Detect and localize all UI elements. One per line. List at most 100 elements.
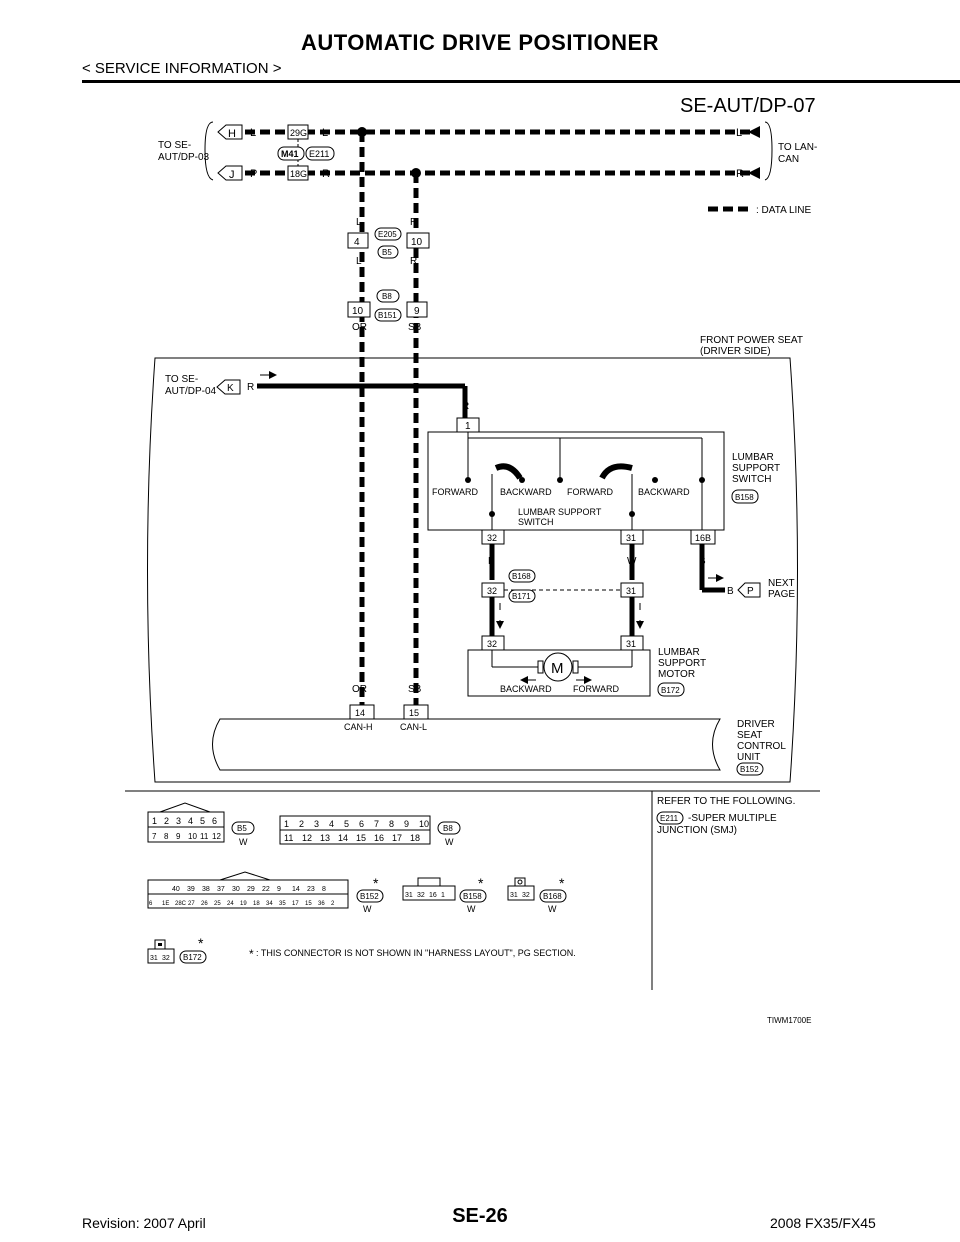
connector-e205 [374, 227, 402, 241]
b152-bot-pin: 1E [162, 901, 169, 907]
wire-color-r-2: R [736, 168, 744, 180]
b152-top-pin: 23 [307, 886, 315, 893]
pin-b158-32-label: 32 [487, 533, 497, 543]
switch-inner-label-1: LUMBAR SUPPORT [518, 507, 602, 517]
ref-connector-h: H [217, 124, 243, 140]
lumbar-motor-label-2: SUPPORT [658, 658, 706, 669]
connector-b172-label: B172 [661, 686, 680, 695]
connector-m41-label: M41 [281, 149, 299, 159]
b152-bot-pin: 24 [227, 901, 234, 907]
pin-b168-31-label: 31 [626, 586, 636, 596]
connector-b8-label: B8 [382, 292, 392, 301]
lumbar-motor-label-1: LUMBAR [658, 647, 700, 658]
star-b172: * [198, 935, 204, 951]
b152-bot-pin: 25 [214, 901, 221, 907]
lumbar-motor-label-3: MOTOR [658, 669, 695, 680]
front-seat-label-1: FRONT POWER SEAT [700, 335, 803, 346]
pin-b152-14-label: 14 [355, 708, 365, 718]
wire-color-l-2: L [322, 127, 328, 139]
b8-bot-pin: 17 [392, 833, 402, 843]
b152-bot-pin: 19 [240, 901, 247, 907]
wire-color-b5: W [239, 837, 248, 847]
b8-top-pin: 9 [404, 819, 409, 829]
wire-color-sb-2: SB [408, 684, 422, 695]
b152-bot-pin: 6 [149, 901, 153, 907]
lumbar-switch-box [427, 431, 725, 531]
left-bracket [204, 121, 214, 181]
connector-b152-tag-label: B152 [360, 892, 379, 901]
motor-icon [543, 652, 573, 682]
b5-top-pin: 1 [152, 816, 157, 826]
svg-text:J: J [229, 169, 235, 181]
wire-color-b8: W [445, 837, 454, 847]
wire-color-sb-1: SB [408, 322, 422, 333]
connector-b158-label: B158 [735, 493, 754, 502]
switch-label-backward-1: BACKWARD [500, 487, 552, 497]
connector-b171-label: B171 [512, 592, 531, 601]
front-power-seat-outline [147, 357, 798, 783]
b8-top-pin: 3 [314, 819, 319, 829]
diagram-id: SE-AUT/DP-07 [680, 95, 816, 117]
refer-smj-1: -SUPER MULTIPLE [688, 813, 777, 824]
b152-bot-pin: 26 [201, 901, 208, 907]
b152-bot-pin: 17 [292, 901, 299, 907]
wire-color-l-3: L [736, 127, 742, 139]
b8-top-pin: 4 [329, 819, 334, 829]
pin-b158-31-label: 31 [626, 533, 636, 543]
legend-data-line-label: : DATA LINE [756, 205, 812, 216]
title-divider [82, 80, 960, 83]
ref-connector-j: J [217, 165, 243, 181]
pin-b168-32-label: 32 [487, 586, 497, 596]
can-h-label: CAN-H [344, 722, 373, 732]
switch-inner-label-2: SWITCH [518, 517, 554, 527]
b5-top-pin: 3 [176, 816, 181, 826]
driver-unit-label-1: DRIVER [737, 719, 775, 730]
front-seat-label-2: (DRIVER SIDE) [700, 346, 771, 357]
b158-pins-pin: 31 [405, 892, 413, 899]
b152-top-pin: 30 [232, 886, 240, 893]
connector-b8-tag [437, 821, 461, 835]
b152-bot-pin: 35 [279, 901, 286, 907]
b8-bot-pin: 14 [338, 833, 348, 843]
ref-aut-dp-03-1: TO SE- [158, 140, 191, 151]
wire-color-or-1: OR [352, 322, 367, 333]
revision-label: Revision: 2007 April [82, 1215, 206, 1231]
b152-bot-pin: 27 [188, 901, 195, 907]
connector-b168-tag [539, 889, 567, 903]
ref-lan-can-2: CAN [778, 154, 799, 165]
connector-b152 [736, 762, 764, 776]
b152-bot-pin: 36 [318, 901, 325, 907]
wire-color-l-5: L [356, 256, 362, 267]
motor-backward-label: BACKWARD [500, 684, 552, 694]
ref-aut-dp-04-2: AUT/DP-04 [165, 386, 217, 397]
pin-b8-9 [406, 301, 428, 318]
section-label: < SERVICE INFORMATION > [82, 60, 282, 77]
refer-label: REFER TO THE FOLLOWING. [657, 796, 795, 807]
pin-b172-32-label: 32 [487, 639, 497, 649]
b152-bot-pin: 15 [305, 901, 312, 907]
ref-aut-dp-03-2: AUT/DP-03 [158, 152, 210, 163]
b158-pins-pin: 32 [417, 892, 425, 899]
refer-smj-2: JUNCTION (SMJ) [657, 825, 737, 836]
motor-forward-label: FORWARD [573, 684, 619, 694]
connector-b158-tag-label: B158 [463, 892, 482, 901]
connector-b172-tag [179, 950, 207, 964]
model-label: 2008 FX35/FX45 [770, 1215, 876, 1231]
switch-label-forward-1: FORWARD [432, 487, 478, 497]
image-code: TIWM1700E [767, 1016, 811, 1025]
connector-b168-tag-label: B168 [543, 892, 562, 901]
b152-bot-pin: 2 [331, 901, 335, 907]
b8-bot-pin: 18 [410, 833, 420, 843]
pin-e205-10 [406, 232, 430, 249]
note-text: : THIS CONNECTOR IS NOT SHOWN IN "HARNES… [256, 948, 576, 958]
b8-top-pin: 1 [284, 819, 289, 829]
b168-pins-pin: 32 [522, 892, 530, 899]
b152-top-pin: 22 [262, 886, 270, 893]
b152-top-pin: 29 [247, 886, 255, 893]
b5-bot-pin: 11 [200, 832, 209, 841]
b152-top-pin: 8 [322, 886, 326, 893]
b8-top-pin: 2 [299, 819, 304, 829]
switch-lever-1 [494, 463, 523, 480]
